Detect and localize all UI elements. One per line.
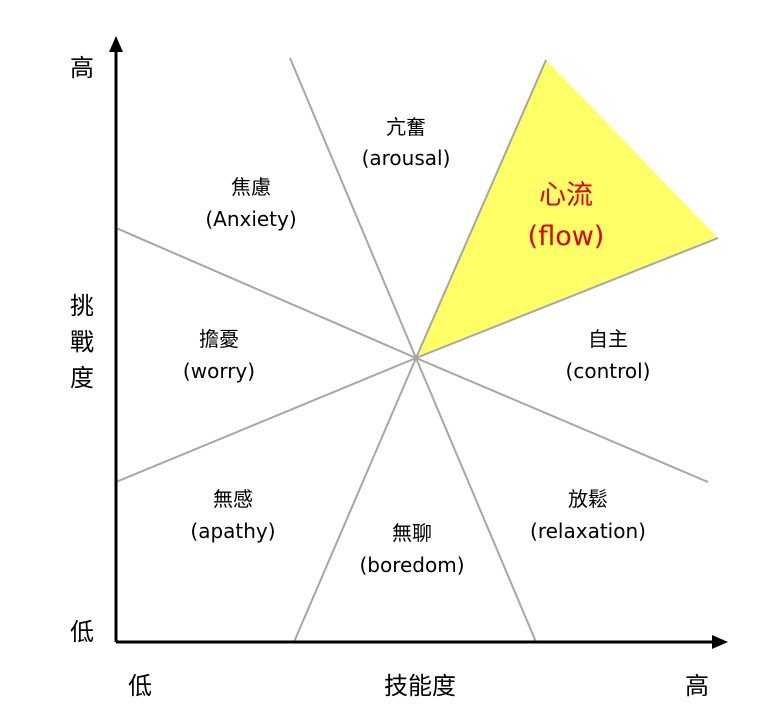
divider-line-upper-left — [289, 57, 417, 359]
x-axis-high-label: 高 — [685, 672, 709, 700]
y-axis-label-char-1: 挑 — [70, 292, 94, 320]
y-axis-label-char-3: 度 — [70, 364, 94, 392]
x-axis-label: 技能度 — [384, 672, 456, 700]
region-anxiety-en: (Anxiety) — [205, 207, 296, 231]
region-control-en: (control) — [566, 359, 651, 383]
region-relaxation-zh: 放鬆 — [568, 487, 608, 511]
flow-region-wedge — [416, 60, 718, 358]
divider-line-left-upper — [115, 227, 417, 359]
y-axis-high-label: 高 — [70, 54, 94, 82]
region-worry-zh: 擔憂 — [199, 327, 239, 351]
y-axis-arrowhead — [109, 36, 123, 52]
region-flow-zh: 心流 — [539, 180, 593, 211]
divider-line-flow-lower — [415, 237, 719, 359]
region-arousal-en: (arousal) — [362, 146, 451, 170]
divider-line-bottom-left — [293, 357, 417, 643]
region-boredom-en: (boredom) — [359, 553, 464, 577]
region-arousal-zh: 亢奮 — [386, 115, 426, 139]
region-control-zh: 自主 — [588, 327, 628, 351]
region-apathy-en: (apathy) — [190, 519, 275, 543]
region-relaxation-en: (relaxation) — [530, 519, 646, 543]
region-anxiety-zh: 焦慮 — [231, 175, 271, 199]
region-boredom-zh: 無聊 — [392, 521, 432, 545]
divider-line-left-lower — [115, 357, 417, 483]
region-flow-en: (flow) — [528, 221, 605, 252]
divider-line-bottom-right — [415, 357, 537, 643]
x-axis-arrowhead — [712, 635, 728, 649]
divider-line-flow-upper — [415, 59, 547, 359]
region-worry-en: (worry) — [183, 359, 255, 383]
y-axis-low-label: 低 — [70, 618, 94, 646]
y-axis-label-char-2: 戰 — [70, 328, 94, 356]
divider-line-right-lower — [415, 357, 709, 483]
region-apathy-zh: 無感 — [213, 487, 253, 511]
x-axis-low-label: 低 — [128, 672, 152, 700]
